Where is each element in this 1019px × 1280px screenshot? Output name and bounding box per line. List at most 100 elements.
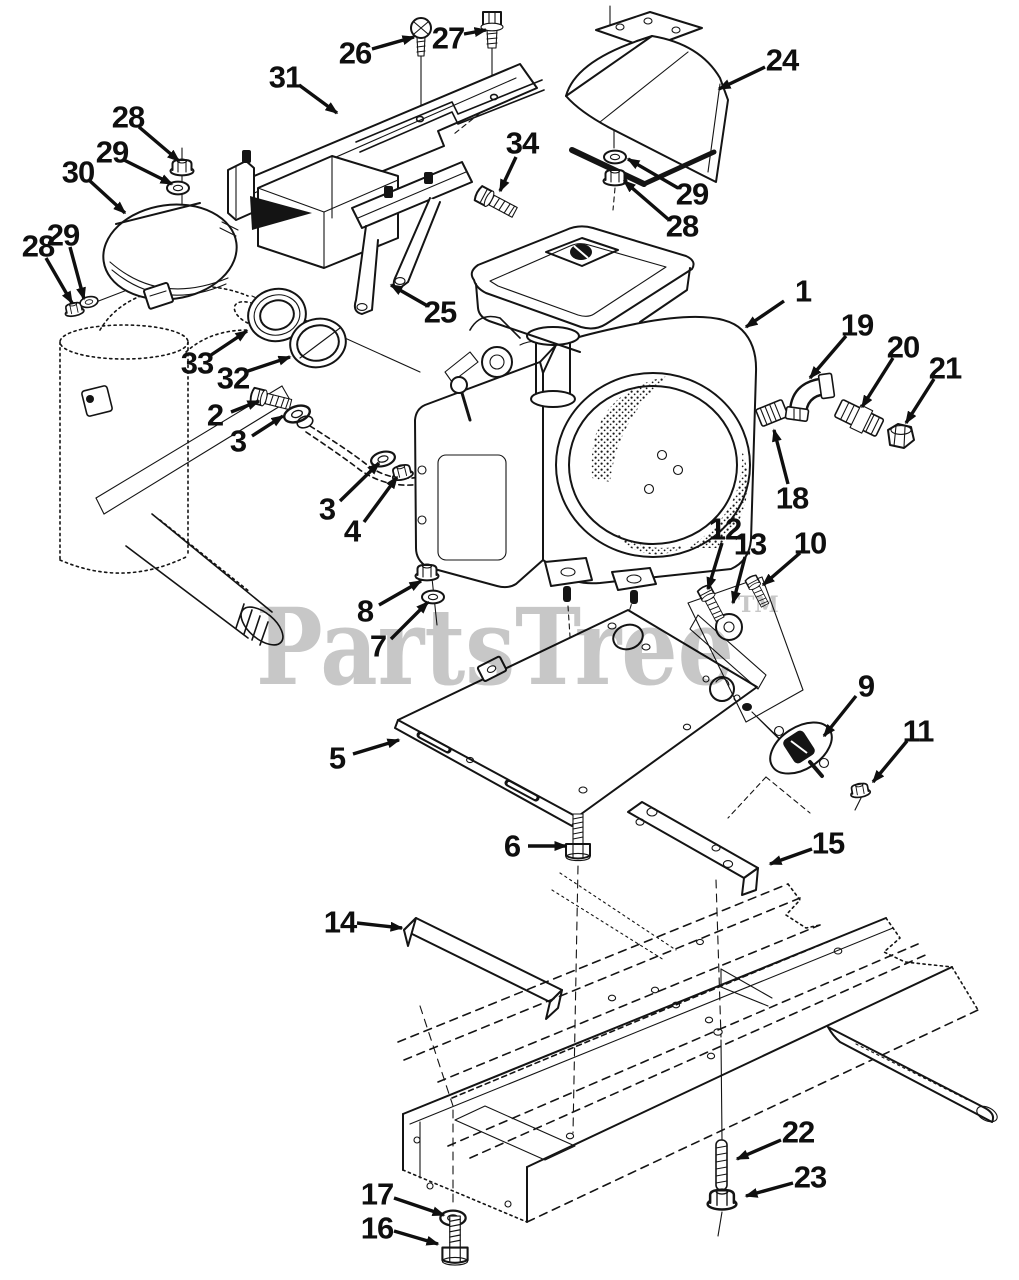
callout-3-label: 3 bbox=[319, 492, 336, 527]
callouts-layer: 1233456789101112131415161718192021222324… bbox=[22, 21, 963, 1246]
callout-3-arrow bbox=[251, 414, 285, 438]
callout-2-arrow bbox=[230, 399, 261, 414]
callout-31-label: 31 bbox=[269, 60, 302, 95]
spacer-strip-15 bbox=[627, 801, 759, 896]
callout-5-arrow bbox=[352, 738, 401, 756]
solenoid-9 bbox=[769, 721, 833, 778]
locknut-8 bbox=[414, 563, 440, 582]
throttle-cable bbox=[296, 415, 433, 486]
frame-rails bbox=[397, 883, 998, 1223]
callout-28-arrow bbox=[44, 257, 74, 305]
callout-24-arrow bbox=[717, 65, 766, 91]
watermark-trademark: TM bbox=[738, 592, 779, 618]
callout-11-arrow bbox=[871, 739, 909, 784]
callout-28-arrow bbox=[137, 125, 181, 163]
callout-10-label: 10 bbox=[794, 526, 826, 561]
callout-25-label: 25 bbox=[424, 295, 457, 330]
callout-33-arrow bbox=[210, 329, 249, 357]
callout-27-label: 27 bbox=[432, 21, 464, 56]
callout-30-arrow bbox=[88, 179, 127, 215]
fitting-18 bbox=[755, 399, 789, 427]
washer-29-right bbox=[603, 149, 627, 165]
callout-3-label: 3 bbox=[230, 424, 247, 459]
callout-29-arrow bbox=[626, 157, 679, 190]
callout-14-label: 14 bbox=[324, 905, 358, 940]
callout-3-arrow bbox=[338, 461, 381, 503]
support-bracket bbox=[250, 155, 399, 269]
callout-15-label: 15 bbox=[812, 826, 845, 861]
upper-bracket-strip bbox=[355, 79, 545, 153]
callout-29-label: 29 bbox=[96, 135, 129, 170]
callout-21-label: 21 bbox=[929, 351, 962, 386]
screw-26 bbox=[410, 17, 432, 57]
muffler-drawing bbox=[59, 285, 291, 646]
callout-8-arrow bbox=[378, 579, 423, 607]
callout-1-arrow bbox=[744, 299, 785, 329]
callout-30-label: 30 bbox=[62, 155, 94, 190]
callout-15-arrow bbox=[768, 847, 813, 866]
locknut-28-right bbox=[602, 168, 628, 187]
callout-12-arrow bbox=[706, 542, 724, 591]
watermark: PartsTree TM bbox=[256, 584, 779, 709]
callout-6-label: 6 bbox=[504, 829, 521, 864]
callout-18-arrow bbox=[772, 428, 790, 485]
fitting-20 bbox=[834, 399, 885, 437]
callout-4-label: 4 bbox=[344, 514, 362, 549]
callout-20-arrow bbox=[860, 357, 895, 409]
callout-13-arrow bbox=[731, 556, 747, 605]
callout-31-arrow bbox=[297, 83, 339, 115]
callout-21-arrow bbox=[904, 378, 936, 425]
callout-1-label: 1 bbox=[795, 274, 812, 309]
cover-24 bbox=[565, 11, 729, 187]
callout-9-label: 9 bbox=[858, 669, 875, 704]
callout-17-label: 17 bbox=[361, 1177, 393, 1212]
callout-17-arrow bbox=[393, 1196, 446, 1217]
callout-23-label: 23 bbox=[794, 1160, 827, 1195]
watermark-text: PartsTree bbox=[256, 584, 734, 709]
callout-11-label: 11 bbox=[903, 714, 935, 749]
callout-19-label: 19 bbox=[841, 308, 874, 343]
callout-7-arrow bbox=[389, 600, 430, 641]
callout-19-arrow bbox=[808, 334, 848, 380]
callout-13-label: 13 bbox=[734, 527, 767, 562]
callout-34-arrow bbox=[498, 156, 518, 193]
callout-23-arrow bbox=[744, 1181, 794, 1198]
spacer-strip-14 bbox=[403, 872, 677, 1020]
callout-33-label: 33 bbox=[181, 346, 214, 381]
callout-14-arrow bbox=[356, 921, 404, 932]
callout-16-arrow bbox=[393, 1229, 440, 1246]
callout-29-label: 29 bbox=[47, 218, 80, 253]
callout-4-arrow bbox=[362, 475, 399, 524]
callout-32-label: 32 bbox=[217, 361, 249, 396]
locknut-23 bbox=[706, 1187, 738, 1211]
callout-29-arrow bbox=[68, 246, 86, 301]
seal-33 bbox=[247, 287, 307, 343]
ring-32 bbox=[289, 317, 347, 369]
callout-5-label: 5 bbox=[329, 741, 346, 776]
muffler-clamp bbox=[81, 385, 113, 417]
engine-assembly bbox=[414, 225, 758, 604]
callout-24-label: 24 bbox=[766, 43, 800, 78]
callout-28-arrow bbox=[622, 179, 670, 221]
callout-26-label: 26 bbox=[339, 36, 372, 71]
callout-25-arrow bbox=[389, 283, 427, 307]
callout-28-label: 28 bbox=[22, 229, 55, 264]
callout-16-label: 16 bbox=[361, 1211, 394, 1246]
callout-28-label: 28 bbox=[666, 209, 699, 244]
callout-29-arrow bbox=[123, 158, 174, 186]
solenoid-bracket-plate bbox=[687, 576, 804, 723]
locknut-28-top bbox=[169, 158, 195, 177]
callout-22-label: 22 bbox=[782, 1115, 814, 1150]
callout-9-arrow bbox=[822, 694, 858, 738]
cover-30 bbox=[102, 202, 239, 310]
callout-10-arrow bbox=[761, 551, 802, 587]
bracket-25 bbox=[351, 161, 473, 315]
callout-28-label: 28 bbox=[112, 100, 145, 135]
callout-20-label: 20 bbox=[887, 330, 919, 365]
callout-7-label: 7 bbox=[370, 629, 386, 664]
cap-21 bbox=[887, 423, 915, 449]
callout-2-label: 2 bbox=[207, 398, 223, 433]
callout-27-arrow bbox=[463, 27, 488, 37]
callout-8-label: 8 bbox=[357, 594, 374, 629]
